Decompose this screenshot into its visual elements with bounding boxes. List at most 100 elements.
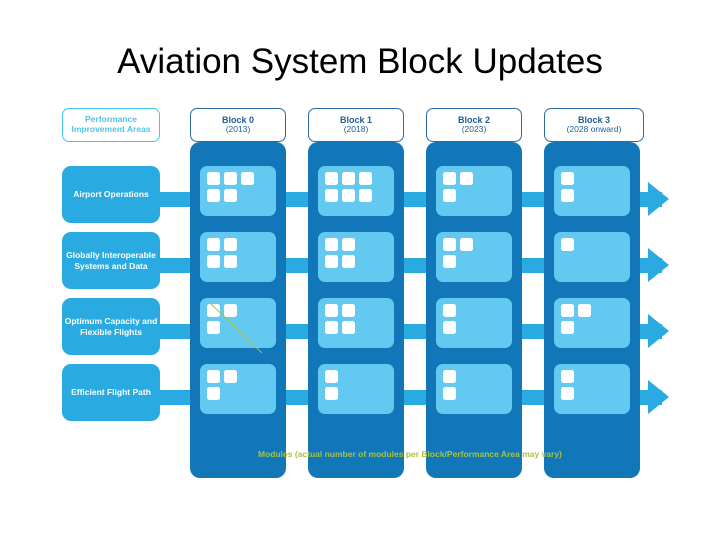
module-row bbox=[207, 370, 276, 383]
module-square bbox=[207, 387, 220, 400]
module-row bbox=[443, 370, 512, 383]
module-square bbox=[460, 238, 473, 251]
module-square bbox=[561, 189, 574, 202]
module-row bbox=[443, 238, 512, 251]
module-row bbox=[443, 387, 512, 400]
callout-caption: Modules (actual number of modules per Bl… bbox=[258, 449, 562, 459]
module-square bbox=[342, 255, 355, 268]
module-square bbox=[224, 172, 237, 185]
module-square bbox=[578, 304, 591, 317]
module-row bbox=[561, 370, 630, 383]
module-square bbox=[443, 189, 456, 202]
block-1-name: Block 1 bbox=[339, 115, 372, 126]
module-row bbox=[443, 255, 512, 268]
module-row bbox=[443, 321, 512, 334]
module-square bbox=[207, 370, 220, 383]
block-column-0[interactable] bbox=[190, 142, 286, 478]
module-row bbox=[325, 370, 394, 383]
module-square bbox=[342, 189, 355, 202]
module-row bbox=[207, 238, 276, 251]
module-square bbox=[443, 304, 456, 317]
module-square bbox=[224, 370, 237, 383]
module-panel-block3-row1[interactable] bbox=[554, 166, 630, 216]
module-panel-block1-row1[interactable] bbox=[318, 166, 394, 216]
module-square bbox=[561, 370, 574, 383]
module-square bbox=[443, 238, 456, 251]
module-row bbox=[443, 189, 512, 202]
module-row bbox=[561, 321, 630, 334]
module-panel-block2-row1[interactable] bbox=[436, 166, 512, 216]
module-panel-block1-row4[interactable] bbox=[318, 364, 394, 414]
areas-header-line2: Improvement Areas bbox=[71, 124, 151, 134]
module-square bbox=[443, 370, 456, 383]
performance-area-optimum-capacity-and-flexible-flights[interactable]: Optimum Capacity and Flexible Flights bbox=[62, 298, 160, 355]
block-column-3[interactable] bbox=[544, 142, 640, 478]
module-square bbox=[224, 304, 237, 317]
module-panel-block0-row2[interactable] bbox=[200, 232, 276, 282]
module-square bbox=[325, 238, 338, 251]
performance-area-efficient-flight-path[interactable]: Efficient Flight Path bbox=[62, 364, 160, 421]
module-square bbox=[325, 370, 338, 383]
module-row bbox=[561, 172, 630, 185]
page-title: Aviation System Block Updates bbox=[117, 42, 603, 81]
module-row bbox=[207, 321, 276, 334]
performance-area-label: Efficient Flight Path bbox=[71, 387, 151, 398]
module-row bbox=[561, 189, 630, 202]
block-column-1[interactable] bbox=[308, 142, 404, 478]
module-square bbox=[561, 172, 574, 185]
module-row bbox=[207, 172, 276, 185]
module-panel-block1-row2[interactable] bbox=[318, 232, 394, 282]
module-row bbox=[325, 304, 394, 317]
block-3-name: Block 3 bbox=[577, 115, 610, 126]
module-panel-block0-row1[interactable] bbox=[200, 166, 276, 216]
module-panel-block0-row3[interactable] bbox=[200, 298, 276, 348]
block-2-name: Block 2 bbox=[457, 115, 490, 126]
module-row bbox=[561, 387, 630, 400]
module-row bbox=[443, 172, 512, 185]
module-row bbox=[561, 238, 630, 251]
module-square bbox=[207, 172, 220, 185]
block-column-2[interactable] bbox=[426, 142, 522, 478]
module-square bbox=[561, 321, 574, 334]
module-row bbox=[325, 387, 394, 400]
module-row bbox=[207, 387, 276, 400]
module-square bbox=[359, 189, 372, 202]
module-square bbox=[460, 172, 473, 185]
block-1-year: (2018) bbox=[343, 124, 369, 135]
module-square bbox=[224, 255, 237, 268]
module-panel-block3-row2[interactable] bbox=[554, 232, 630, 282]
module-square bbox=[561, 304, 574, 317]
module-row bbox=[207, 304, 276, 317]
performance-area-airport-operations[interactable]: Airport Operations bbox=[62, 166, 160, 223]
block-0-year: (2013) bbox=[225, 124, 251, 135]
module-panel-block2-row2[interactable] bbox=[436, 232, 512, 282]
areas-header-line1: Performance bbox=[85, 114, 137, 125]
block-3-year: (2028 onward) bbox=[566, 124, 622, 135]
module-square bbox=[224, 238, 237, 251]
module-square bbox=[207, 321, 220, 334]
module-panel-block3-row3[interactable] bbox=[554, 298, 630, 348]
module-panel-block3-row4[interactable] bbox=[554, 364, 630, 414]
module-row bbox=[325, 321, 394, 334]
callout-leader-line bbox=[209, 302, 263, 354]
module-square bbox=[342, 238, 355, 251]
module-square bbox=[325, 172, 338, 185]
header-block-2: Block 2 (2023) bbox=[426, 108, 522, 142]
module-square bbox=[342, 172, 355, 185]
block-2-year: (2023) bbox=[461, 124, 487, 135]
module-square bbox=[325, 255, 338, 268]
module-panel-block0-row4[interactable] bbox=[200, 364, 276, 414]
module-square bbox=[443, 172, 456, 185]
module-square bbox=[443, 255, 456, 268]
arrow-head-row-2 bbox=[648, 248, 669, 282]
module-square bbox=[241, 172, 254, 185]
module-square bbox=[561, 387, 574, 400]
module-panel-block1-row3[interactable] bbox=[318, 298, 394, 348]
module-panel-block2-row4[interactable] bbox=[436, 364, 512, 414]
module-row bbox=[207, 189, 276, 202]
module-panel-block2-row3[interactable] bbox=[436, 298, 512, 348]
module-square bbox=[359, 172, 372, 185]
module-square bbox=[561, 238, 574, 251]
module-row bbox=[561, 304, 630, 317]
performance-area-globally-interoperable-systems-and-data[interactable]: Globally Interoperable Systems and Data bbox=[62, 232, 160, 289]
